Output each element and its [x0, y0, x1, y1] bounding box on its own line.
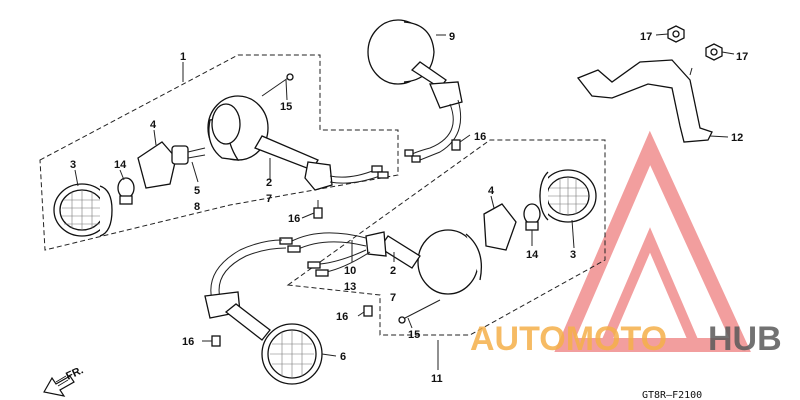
screw-part-15-rear	[398, 299, 441, 324]
front-blinker-assembly	[53, 73, 389, 237]
label-part-14: 14	[114, 159, 127, 171]
socket-part-5	[171, 145, 206, 165]
watermark-text: AUTOMOTO HUB	[470, 320, 782, 358]
arrow-left-down-icon	[43, 375, 75, 397]
label-part-15-rear: 15	[408, 329, 420, 341]
direction-label: FR.	[64, 364, 85, 382]
screw-part-15-front	[261, 73, 294, 97]
label-part-7-rear: 7	[390, 292, 396, 304]
label-part-8: 8	[194, 201, 200, 213]
label-part-15: 15	[280, 101, 292, 113]
label-part-10: 10	[344, 265, 356, 277]
front-direction-indicator: FR.	[43, 364, 85, 397]
rear-blinker-assembly	[279, 169, 597, 324]
label-part-16-bottom: 16	[182, 336, 194, 348]
outline-rear-assembly	[286, 139, 606, 336]
label-part-3: 3	[70, 159, 76, 171]
label-part-16-top: 16	[474, 131, 486, 143]
lens-part-3	[53, 183, 113, 237]
outline-front-assembly	[39, 54, 399, 251]
label-part-1: 1	[180, 51, 186, 63]
bracket-part-12	[576, 59, 713, 143]
label-part-16-rear: 16	[336, 311, 348, 323]
nut-part-17-right	[705, 43, 723, 61]
label-part-13: 13	[344, 281, 356, 293]
bottom-blinker-assembly	[204, 239, 323, 385]
label-part-17-right: 17	[736, 51, 748, 63]
part-labels: 1 2 7 3 4 14 5 8 15 16 9 16 17 17 12 4 1…	[70, 31, 748, 385]
housing-rear	[279, 229, 483, 295]
label-part-16: 16	[288, 213, 300, 225]
top-blinker-assembly	[367, 19, 463, 163]
bulb-part-14	[117, 177, 135, 205]
bolt-part-16-bottom	[211, 335, 221, 347]
gasket-part-4	[137, 141, 177, 189]
label-part-11: 11	[431, 373, 443, 385]
label-part-2-rear: 2	[390, 265, 396, 277]
bulb-part-14-rear	[523, 203, 541, 231]
label-part-6: 6	[340, 351, 346, 363]
gasket-part-4-rear	[483, 203, 517, 251]
label-part-17-left: 17	[640, 31, 652, 43]
label-part-2: 2	[266, 177, 272, 189]
housing-front	[207, 95, 389, 191]
leader-lines	[74, 33, 735, 370]
bracket-assembly	[576, 25, 723, 143]
label-part-9: 9	[449, 31, 455, 43]
watermark-logo	[554, 130, 751, 352]
lens-part-3-rear	[539, 169, 597, 223]
label-part-14-rear: 14	[526, 249, 539, 261]
label-part-4: 4	[150, 119, 157, 131]
label-part-4-rear: 4	[488, 185, 495, 197]
watermark-part1: AUTOMOTO	[470, 320, 667, 358]
label-part-5: 5	[194, 185, 200, 197]
bolt-part-16-rear	[363, 305, 373, 317]
label-part-12: 12	[731, 132, 743, 144]
diagram-code: GT8R—F2100	[642, 390, 702, 400]
nut-part-17-left	[667, 25, 685, 43]
label-part-3-rear: 3	[570, 249, 576, 261]
label-part-7: 7	[266, 193, 272, 205]
bolt-part-16-top	[451, 139, 461, 151]
bolt-part-16-front	[313, 200, 323, 219]
watermark-part2: HUB	[708, 320, 782, 358]
